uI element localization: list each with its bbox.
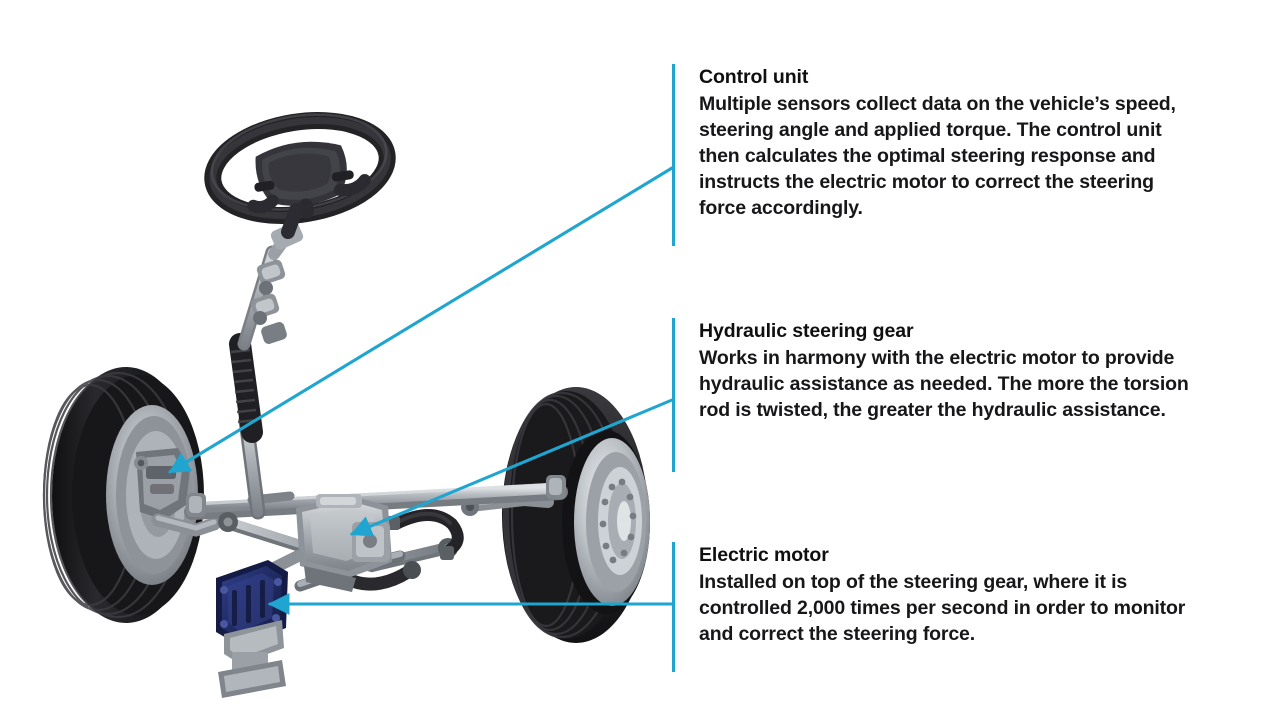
callout-electric-motor: Electric motor Installed on top of the s… [672,542,1199,672]
callout-hydraulic-steering-gear: Hydraulic steering gear Works in harmony… [672,318,1199,472]
leader-line-control-unit [168,166,674,474]
callout-title: Control unit [699,66,809,88]
callout-body: Hydraulic steering gear Works in harmony… [675,318,1199,472]
callout-description: Multiple sensors collect data on the veh… [699,93,1176,219]
column-bellows [229,333,263,443]
right-front-wheel [461,387,650,643]
callout-title: Electric motor [699,544,829,566]
callout-control-unit: Control unit Multiple sensors collect da… [672,64,1199,246]
callout-accent-rule [672,64,675,246]
leader-lines [168,166,674,615]
callout-description: Installed on top of the steering gear, w… [699,571,1186,645]
universal-joints [250,259,287,344]
callout-body: Control unit Multiple sensors collect da… [675,64,1199,246]
hydraulic-hose [386,509,464,560]
electric-motor [216,560,288,698]
callout-accent-rule [672,318,675,472]
callout-accent-rule [672,542,675,672]
wheel-bolt-circle [599,478,637,564]
callout-body: Electric motor Installed on top of the s… [675,542,1199,672]
leader-line-hydraulic-gear [349,398,674,537]
callout-title: Hydraulic steering gear [699,320,914,342]
steering-wheel [204,112,396,239]
callout-description: Works in harmony with the electric motor… [699,347,1189,421]
steering-column [229,222,304,520]
